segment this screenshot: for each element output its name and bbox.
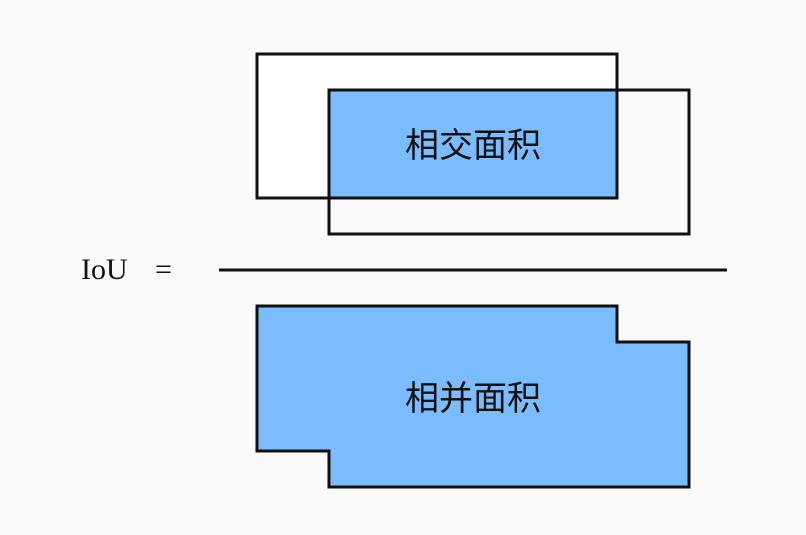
denominator-group: 相并面积 [255,304,691,489]
intersection-label: 相交面积 [405,126,541,166]
numerator-group: 相交面积 [255,52,691,236]
union-region [255,304,691,489]
intersection-region [327,88,619,200]
union-label: 相并面积 [405,379,541,419]
equals-sign: = [155,253,172,286]
iou-symbol: IoU [81,253,128,286]
